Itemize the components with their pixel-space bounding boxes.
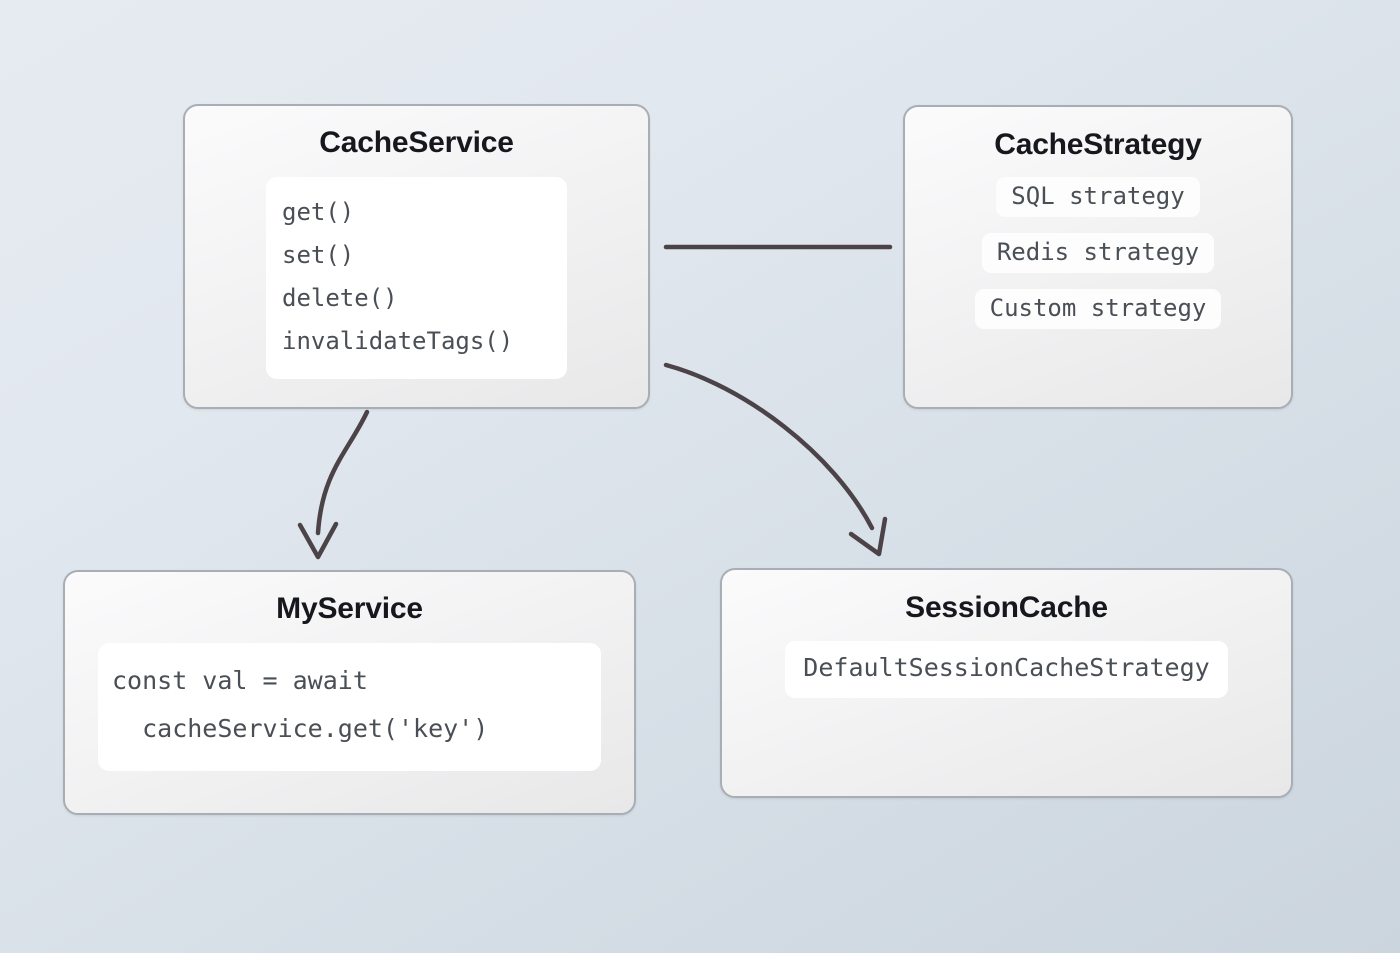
arrowhead-session-cache	[848, 516, 888, 557]
my-service-code-snippet: const val = await cacheService.get('key'…	[98, 643, 601, 771]
pill-custom-strategy[interactable]: Custom strategy	[974, 289, 1222, 329]
cache-strategy-pill-list: SQL strategy Redis strategy Custom strat…	[974, 177, 1222, 329]
code-line-2: cacheService.get('key')	[112, 714, 489, 743]
cache-service-method-list: get() set() delete() invalidateTags()	[266, 177, 567, 379]
arrowhead-my-service	[297, 521, 339, 560]
node-session-cache-title: SessionCache	[905, 591, 1108, 624]
pill-redis-strategy[interactable]: Redis strategy	[981, 233, 1215, 273]
edge-cache-service-to-session-cache	[663, 362, 875, 531]
node-cache-service[interactable]: CacheService get() set() delete() invali…	[183, 104, 650, 409]
node-cache-service-title: CacheService	[319, 126, 514, 159]
edge-cache-service-to-my-service	[315, 409, 370, 536]
node-cache-strategy-title: CacheStrategy	[994, 128, 1202, 161]
method-delete: delete()	[282, 284, 398, 312]
code-line-1: const val = await	[112, 666, 368, 695]
method-set: set()	[282, 241, 355, 269]
node-session-cache[interactable]: SessionCache DefaultSessionCacheStrategy	[720, 568, 1293, 798]
node-my-service[interactable]: MyService const val = await cacheService…	[63, 570, 636, 815]
method-get: get()	[282, 198, 355, 226]
node-cache-strategy[interactable]: CacheStrategy SQL strategy Redis strateg…	[903, 105, 1293, 409]
pill-sql-strategy[interactable]: SQL strategy	[996, 177, 1200, 217]
method-invalidate-tags: invalidateTags()	[282, 327, 514, 355]
node-my-service-title: MyService	[276, 592, 423, 625]
session-cache-default-strategy: DefaultSessionCacheStrategy	[785, 641, 1228, 698]
